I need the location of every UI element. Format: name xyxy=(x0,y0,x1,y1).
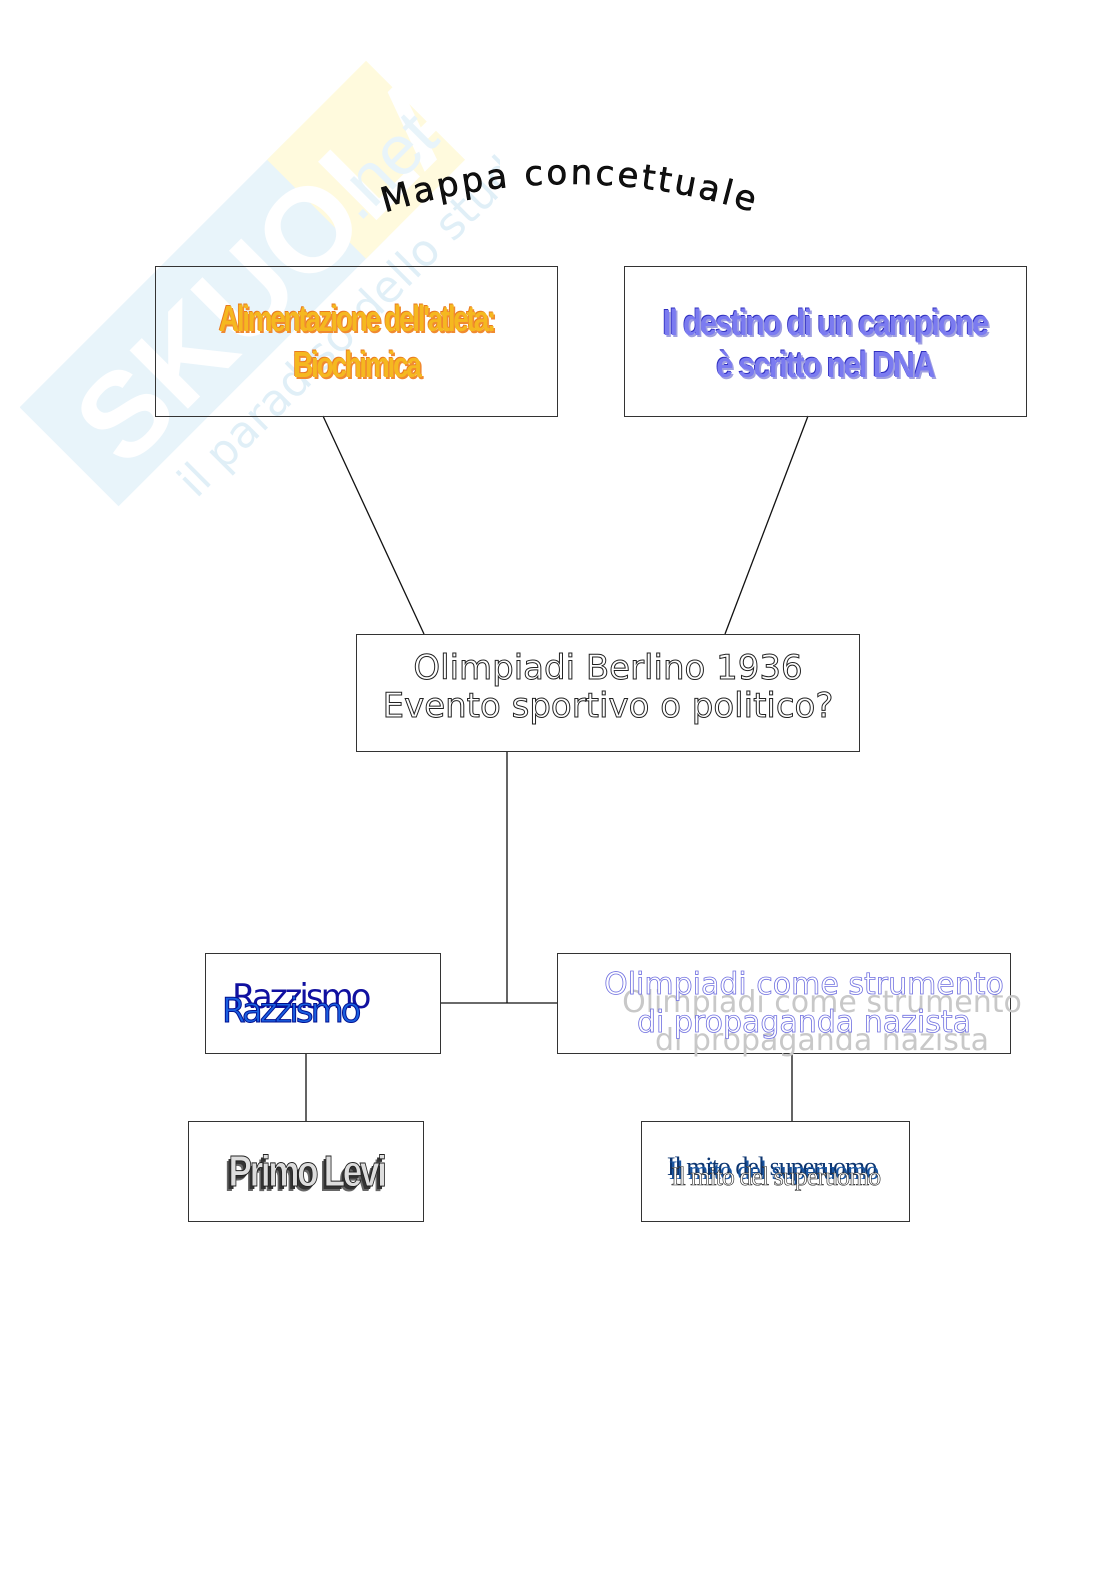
node-razzismo-label: Razzismo xyxy=(222,990,362,1031)
node-center-line2: Evento sportivo o politico? xyxy=(382,686,834,726)
node-center: Olimpiadi Berlino 1936 Evento sportivo o… xyxy=(356,634,860,752)
node-alimentazione: Alimentazione dell'atleta: Biochimica xyxy=(155,266,558,417)
node-dna-line2: è scritto nel DNA xyxy=(716,343,936,385)
node-propaganda-line1: Olimpiadi come strumento xyxy=(604,967,1005,1003)
page-title: Mappa concettuale xyxy=(376,153,764,221)
node-alimentazione-line1: Alimentazione dell'atleta: xyxy=(218,297,496,339)
connector-dna-center xyxy=(724,415,809,635)
node-propaganda-line2: di propaganda nazista xyxy=(636,1005,972,1041)
node-superuomo-label: Il mito del superuomo xyxy=(670,1161,882,1191)
node-superuomo: Il mito del superuomo xyxy=(641,1121,910,1222)
connector-alimentazione-center xyxy=(322,415,425,635)
node-dna-line1: Il destino di un campione xyxy=(663,301,989,343)
node-primo-levi-label: Primo Levi xyxy=(228,1146,387,1196)
node-dna: Il destino di un campione è scritto nel … xyxy=(624,266,1027,417)
node-primo-levi: Primo Levi xyxy=(188,1121,424,1222)
node-propaganda: Olimpiadi come strumento di propaganda n… xyxy=(557,953,1011,1054)
node-center-line1: Olimpiadi Berlino 1936 xyxy=(413,648,803,688)
node-alimentazione-line2: Biochimica xyxy=(293,343,422,385)
node-razzismo: Razzismo xyxy=(205,953,441,1054)
